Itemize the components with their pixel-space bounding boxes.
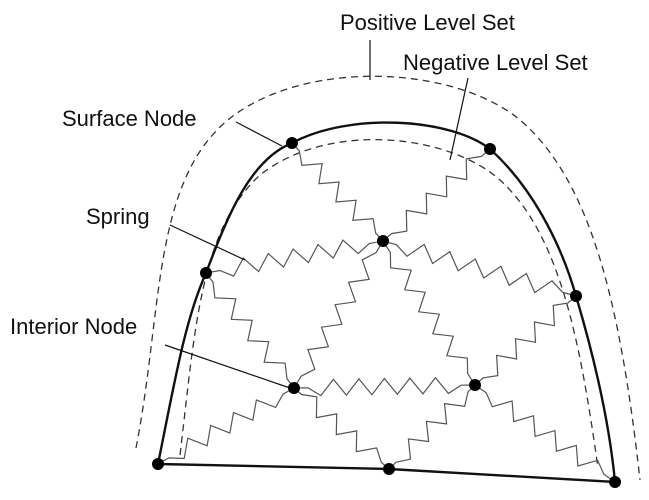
spring-i2-i3 [293, 376, 476, 397]
negative-level-set-curve [179, 139, 599, 469]
spring-i1-i2 [293, 240, 384, 389]
spring-n4-i1 [382, 240, 577, 297]
surface-node-label: Surface Node [62, 106, 197, 131]
spring-n3-i1 [205, 239, 384, 277]
spring-n5-i2 [157, 387, 295, 465]
interior-node-i3 [469, 379, 481, 391]
spring-leader [169, 224, 246, 261]
spring-n3-i2 [205, 272, 295, 389]
positive-level-set-label: Positive Level Set [340, 10, 515, 35]
spring-n7-i3 [474, 384, 616, 483]
surface-node-n6 [383, 463, 395, 475]
spring-n2-i1 [382, 148, 491, 242]
surface-node-n5 [152, 458, 164, 470]
negative-level-set-leader [449, 77, 469, 161]
interior-node-i1 [377, 235, 389, 247]
interior-node-leader [164, 344, 291, 389]
surface-node-n3 [200, 267, 212, 279]
surface-node-n4 [570, 290, 582, 302]
spring-n6-i3 [388, 384, 476, 470]
springs-layer [157, 142, 616, 483]
interior-node-label: Interior Node [10, 314, 137, 339]
spring-label: Spring [86, 204, 150, 229]
surface-node-n7 [609, 476, 621, 488]
nodes-layer [152, 137, 621, 488]
spring-i1-i3 [382, 240, 476, 386]
negative-level-set-label: Negative Level Set [403, 50, 588, 75]
positive-level-set-curve [135, 75, 641, 481]
surface-node-n2 [484, 143, 496, 155]
surface-node-n1 [286, 137, 298, 149]
surface-boundary [156, 121, 617, 484]
spring-n6-i2 [293, 387, 390, 470]
spring-n4-i3 [474, 295, 577, 386]
spring-n1-i1 [291, 142, 384, 242]
interior-node-i2 [288, 382, 300, 394]
surface-node-leader [235, 121, 283, 147]
